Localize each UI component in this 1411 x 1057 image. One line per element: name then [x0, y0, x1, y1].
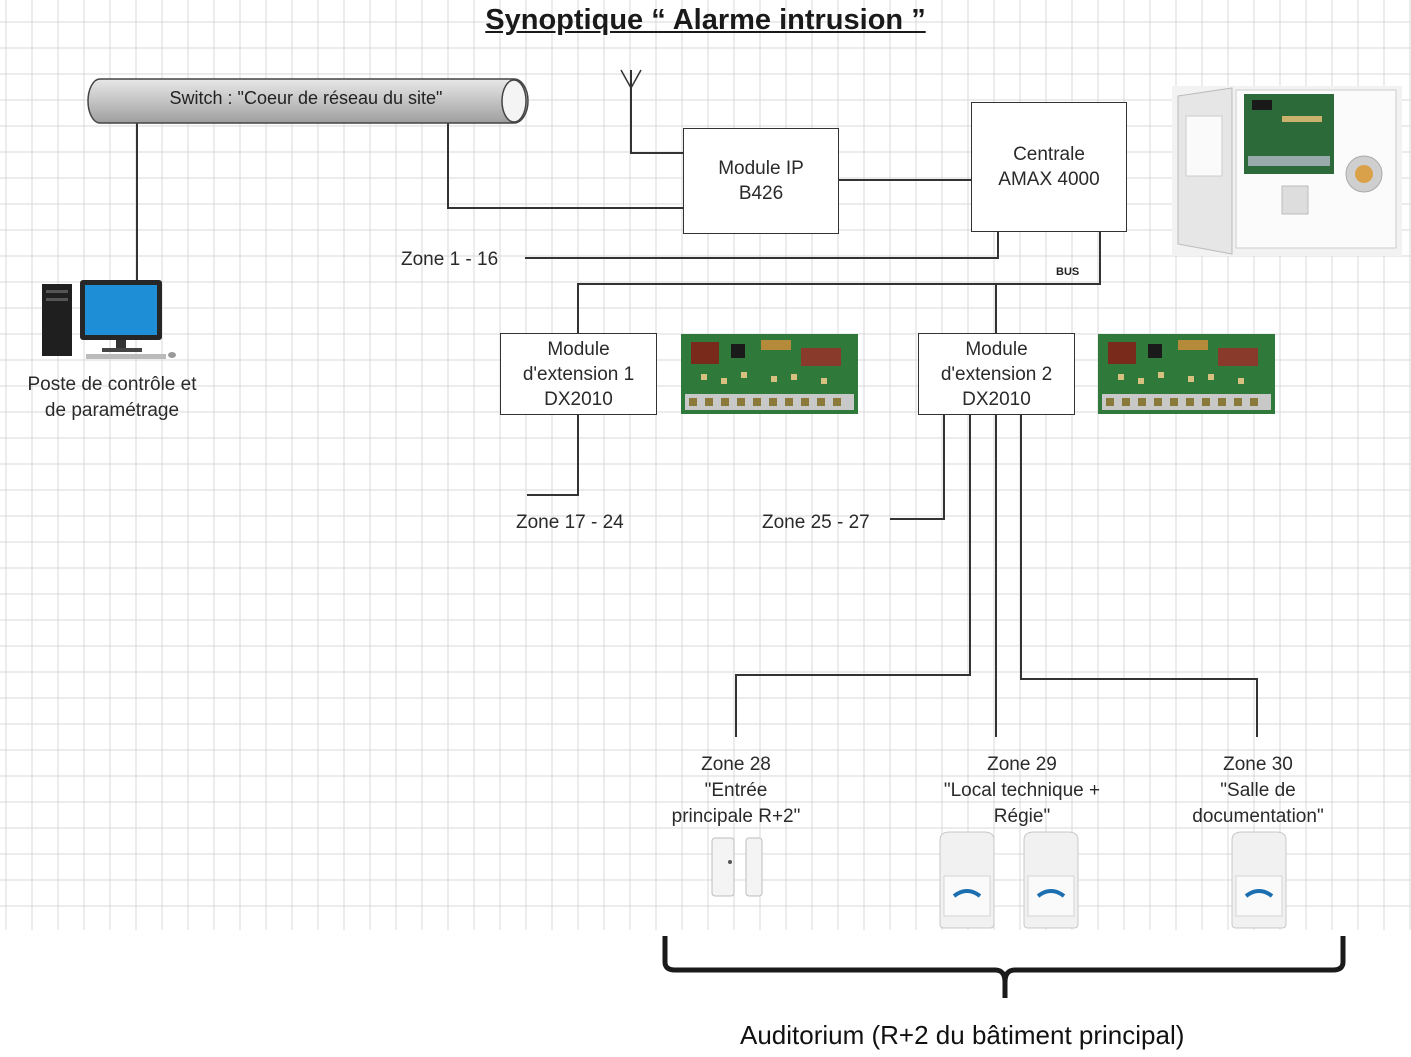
motion-detector-photo: [939, 831, 995, 929]
ext1-line2: d'extension 1: [522, 363, 635, 385]
zone-28-line3: principale R+2": [671, 806, 801, 827]
zone-28-label: Zone 28 "Entrée principale R+2": [646, 752, 826, 830]
zone-29-line2: "Local technique +: [943, 780, 1101, 801]
zone-30-line2: "Salle de: [1220, 780, 1296, 801]
workstation-label-line1: Poste de contrôle et: [27, 374, 197, 395]
module-ip-line2: B426: [738, 183, 784, 204]
motion-detector-photo: [1023, 831, 1079, 929]
auditorium-brace: [662, 936, 1346, 998]
ext1-line1: Module: [547, 338, 610, 360]
ext1-line3: DX2010: [544, 388, 613, 410]
ext2-line1: Module: [965, 338, 1028, 360]
workstation-label: Poste de contrôle et de paramétrage: [12, 372, 212, 424]
bus-label: BUS: [1056, 266, 1080, 278]
extension-module-2-box: Module d'extension 2 DX2010: [918, 333, 1075, 415]
switch-pipe: [87, 78, 529, 124]
auditorium-caption: Auditorium (R+2 du bâtiment principal): [740, 1020, 1185, 1050]
panel-photo: [1172, 86, 1402, 256]
zone-1-16-label: Zone 1 - 16: [401, 249, 499, 270]
motion-detector-photo: [1231, 831, 1287, 929]
page-title: Synoptique “ Alarme intrusion ”: [485, 4, 926, 36]
door-contact-photo: [711, 837, 763, 897]
zone-29-line3: Régie": [993, 806, 1051, 827]
zone-25-27-label: Zone 25 - 27: [762, 512, 870, 533]
switch-label: Switch : "Coeur de réseau du site": [169, 88, 443, 108]
zone-30-label: Zone 30 "Salle de documentation": [1168, 752, 1348, 830]
module-ip-line1: Module IP: [718, 158, 804, 179]
zone-17-24-label: Zone 17 - 24: [516, 512, 624, 533]
ext2-line2: d'extension 2: [940, 363, 1053, 385]
ext2-line3: DX2010: [962, 388, 1031, 410]
computer-icon: [42, 280, 176, 359]
zone-29-line1: Zone 29: [987, 754, 1057, 775]
circuit-board-photo: [1098, 334, 1275, 414]
extension-module-1-box: Module d'extension 1 DX2010: [500, 333, 657, 415]
centrale-box: Centrale AMAX 4000: [971, 102, 1127, 232]
zone-29-label: Zone 29 "Local technique + Régie": [922, 752, 1122, 830]
workstation-label-line2: de paramétrage: [44, 400, 180, 421]
centrale-line2: AMAX 4000: [998, 169, 1100, 190]
circuit-board-photo: [681, 334, 858, 414]
centrale-line1: Centrale: [1013, 144, 1085, 165]
zone-30-line3: documentation": [1192, 806, 1324, 827]
module-ip-box: Module IP B426: [683, 128, 839, 234]
zone-30-line1: Zone 30: [1223, 754, 1293, 775]
zone-28-line1: Zone 28: [701, 754, 771, 775]
zone-28-line2: "Entrée: [704, 780, 768, 801]
